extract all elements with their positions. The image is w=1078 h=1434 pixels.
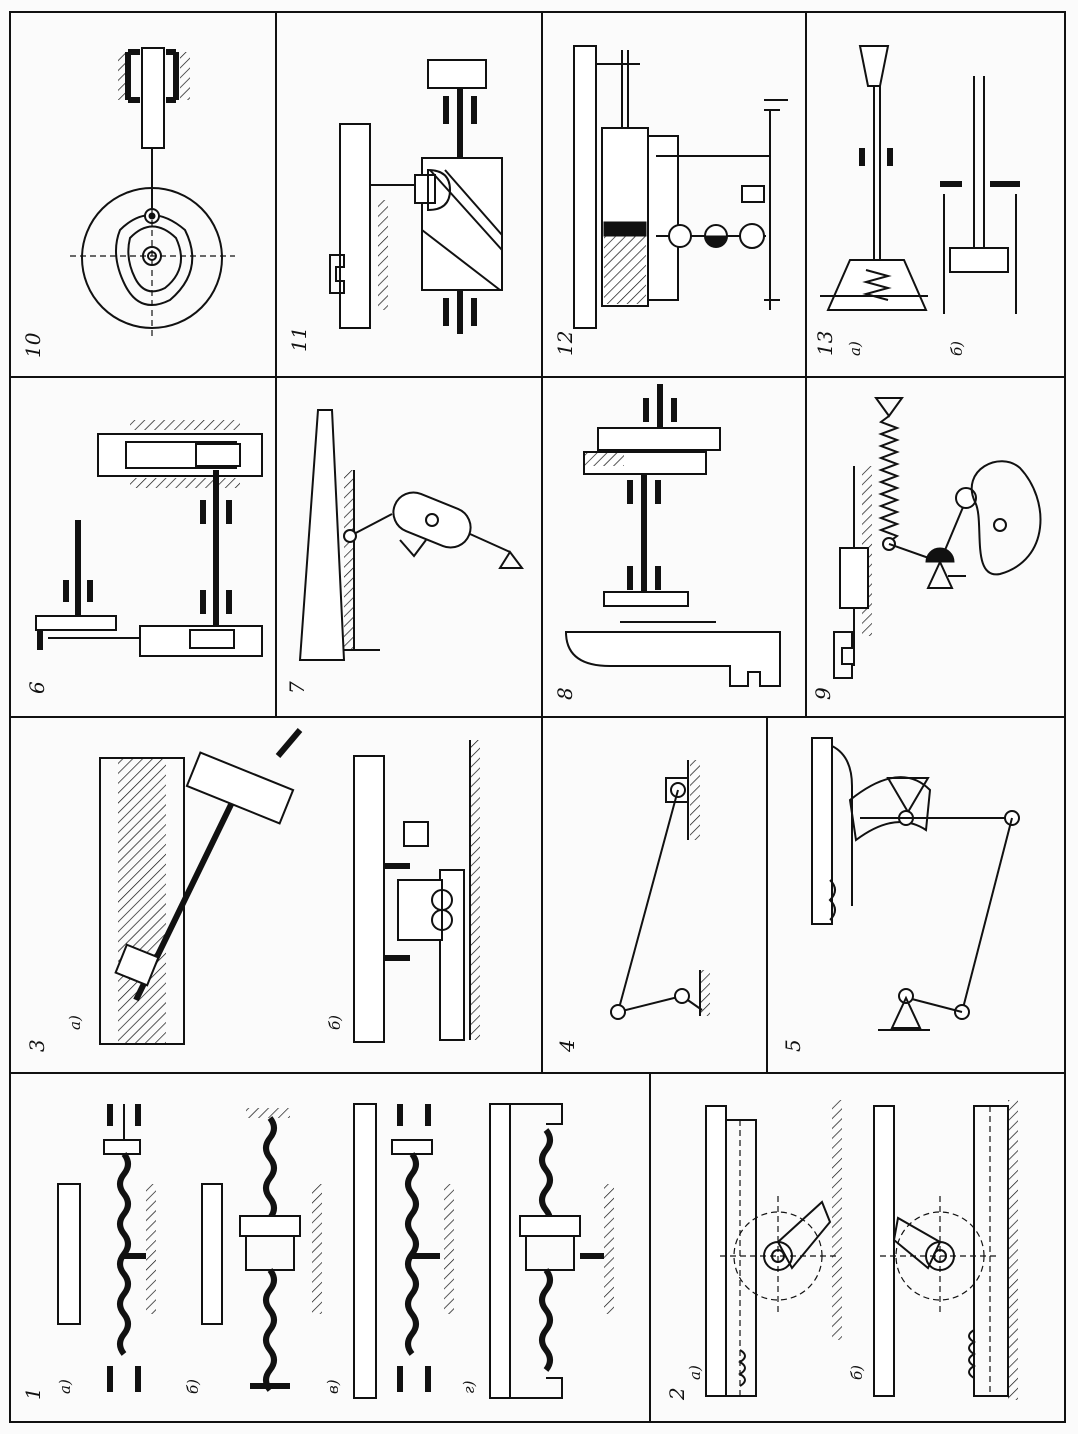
sub-label: а) [686,1365,704,1380]
long-link [617,789,679,1013]
cam-disk [81,187,223,329]
panel-6: 6 [25,420,263,694]
handle [858,45,890,87]
panel-7: 7 [285,409,524,694]
sub-label: а) [56,1379,74,1394]
panel-5: 5 [781,737,1020,1052]
spring [878,415,900,543]
panel-number: 11 [287,327,311,352]
follower-rod [141,47,165,149]
cam [970,460,1042,576]
panel-number: 5 [781,1039,805,1052]
panel-number: 2 [665,1387,689,1401]
panel-9: 9 [811,397,1042,700]
weight [427,59,487,89]
panel-number: 9 [811,687,835,700]
panel-13: 13 а) б) [813,45,1020,356]
sub-label: в) [324,1379,342,1394]
sub-label: а) [66,1015,84,1030]
panel-number: 12 [553,331,577,356]
panel-number: 4 [555,1039,579,1053]
grid-frame [9,11,1066,1423]
panel-1: 1 а) б) в) г) [21,1103,614,1400]
wedge-block [421,157,503,291]
base [564,631,781,687]
variant-a [57,1104,156,1392]
panel-number: 1 [21,1387,45,1400]
panel-number: 7 [285,681,309,694]
sub-label: б) [948,341,966,356]
sector-gear [848,776,932,842]
panel-number: 13 [813,331,837,356]
variant-b [201,1108,322,1392]
panel-10: 10 [21,47,235,358]
column [298,409,346,661]
table [353,755,385,1043]
panel-number: 6 [25,681,49,694]
sub-label: б) [848,1365,866,1380]
panel-4: 4 [555,760,710,1053]
sub-label: б) [184,1379,202,1394]
panel-8: 8 [553,384,781,700]
panel-number: 8 [553,687,577,700]
sub-label: а) [846,341,864,356]
panel-number: 3 [25,1039,49,1052]
panel-number: 10 [21,332,45,358]
variant-g [489,1103,614,1399]
table [339,123,371,329]
grinding-wheel [185,751,295,825]
panel-3: 3 а) б) [25,728,480,1052]
sub-label: б) [326,1015,344,1030]
variant-v [353,1103,454,1399]
panel-2: 2 а) б) [665,1100,1018,1401]
cam-groove [115,214,194,306]
panel-12: 12 [553,45,788,356]
panel-11: 11 [287,59,503,352]
sub-label: г) [460,1380,478,1394]
column [573,45,597,329]
